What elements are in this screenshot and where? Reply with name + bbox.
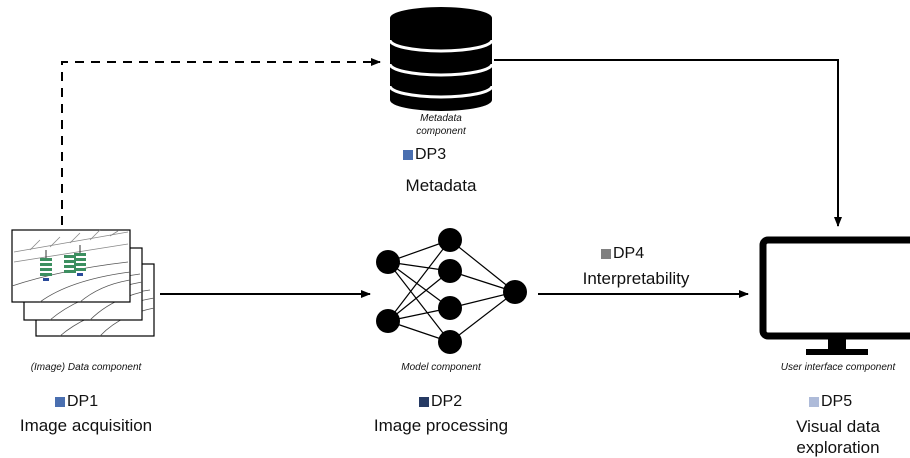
model-component-caption: Model component [401, 362, 481, 373]
dp1-label: DP1 [67, 393, 99, 410]
dp2-badge: DP2 [419, 393, 462, 411]
image-stack-icon [11, 229, 155, 337]
dp4-badge: DP4 [601, 245, 644, 263]
metadata-caption-line2: component [416, 126, 466, 137]
data-component-caption: (Image) Data component [30, 362, 142, 373]
dashed-arrow-data-to-metadata [61, 58, 381, 225]
database-icon [388, 7, 494, 111]
image-processing-label: Image processing [373, 416, 509, 435]
visual-data-exploration-label: Visual data exploration [768, 416, 908, 458]
interpretability-label: Interpretability [582, 269, 690, 288]
image-acquisition-label: Image acquisition [19, 416, 153, 435]
neural-network-icon [376, 228, 527, 354]
dp1-badge: DP1 [55, 393, 98, 411]
ui-label-line2: exploration [796, 438, 880, 457]
dp1-color-square [55, 397, 65, 407]
monitor-icon [759, 236, 910, 355]
dp3-color-square [403, 150, 413, 160]
dp4-color-square [601, 249, 611, 259]
dp3-badge: DP3 [403, 146, 446, 164]
arrow-metadata-to-ui [494, 59, 842, 227]
metadata-component-caption: Metadata component [391, 112, 491, 138]
dp5-label: DP5 [821, 393, 853, 410]
dp3-label: DP3 [415, 146, 447, 163]
dp2-color-square [419, 397, 429, 407]
dp5-badge: DP5 [809, 393, 852, 411]
dp4-label: DP4 [613, 245, 645, 262]
ui-component-caption: User interface component [780, 362, 896, 373]
ui-label-line1: Visual data [796, 417, 880, 436]
metadata-caption-line1: Metadata [420, 113, 462, 124]
metadata-label: Metadata [405, 176, 477, 195]
dp2-label: DP2 [431, 393, 463, 410]
dp5-color-square [809, 397, 819, 407]
